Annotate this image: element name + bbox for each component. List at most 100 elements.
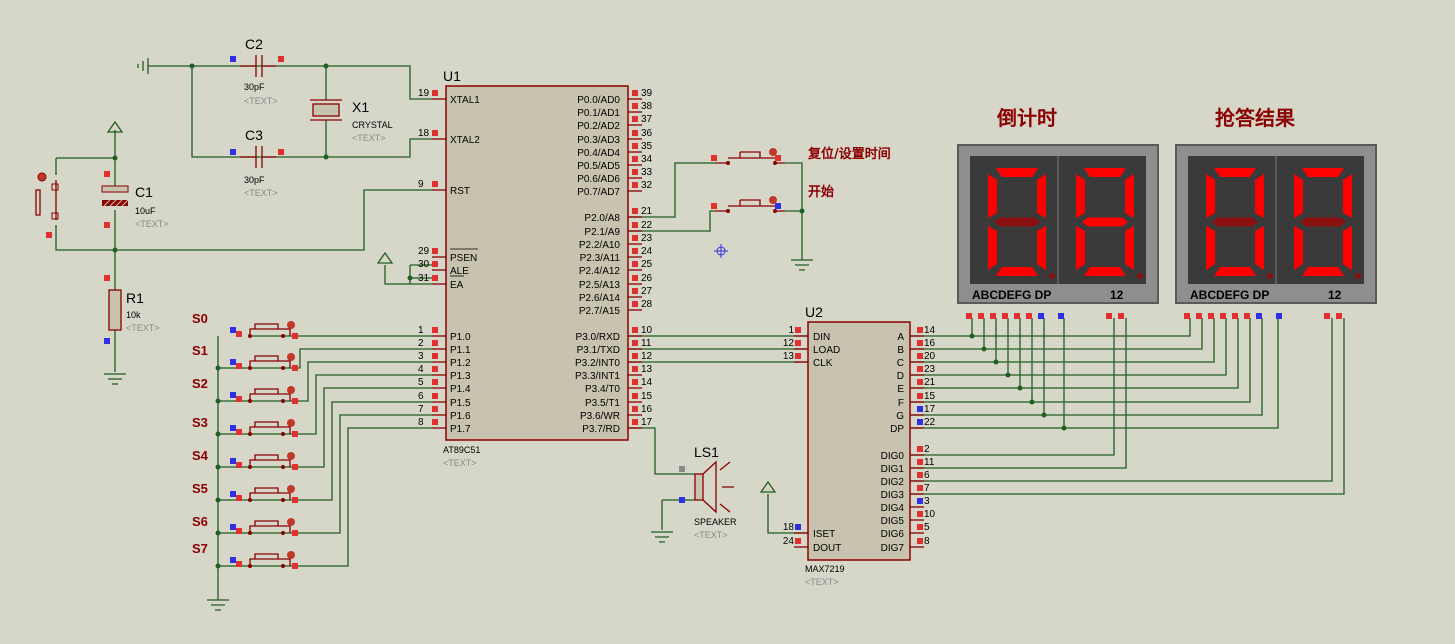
pin-number: 27 <box>641 286 653 297</box>
u2-pin-f[interactable]: 15F <box>898 391 936 409</box>
pushbutton-s1[interactable]: S1 <box>192 343 298 371</box>
u1-pin-p10[interactable]: 1P1.0 <box>418 325 471 343</box>
pushbutton-s2[interactable]: S2 <box>192 376 298 404</box>
pin-number: 5 <box>418 377 424 388</box>
pushbutton-s3[interactable]: S3 <box>192 415 298 437</box>
chip-u2[interactable]: U2 MAX7219 <TEXT> 1DIN12LOAD13CLK18ISET2… <box>783 304 936 587</box>
pin-number: 9 <box>418 179 424 190</box>
ground-symbol <box>651 531 673 543</box>
u2-pin-d[interactable]: 23D <box>897 364 936 382</box>
pushbutton-s6[interactable]: S6 <box>192 514 298 536</box>
u1-pin-p14[interactable]: 5P1.4 <box>418 377 471 395</box>
pin-number: 16 <box>641 404 653 415</box>
crystal-x1[interactable]: X1 CRYSTAL <TEXT> <box>310 99 393 143</box>
pin-name: XTAL1 <box>450 95 480 106</box>
pushbutton-s7[interactable]: S7 <box>192 541 298 569</box>
capacitor-c2[interactable]: C2 30pF <TEXT> <box>230 36 284 106</box>
chip-u1[interactable]: U1 AT89C51 <TEXT> 19XTAL118XTAL29RST29PS… <box>418 68 653 468</box>
speaker-ls1[interactable]: LS1 SPEAKER <TEXT> <box>679 444 737 540</box>
u2-pin-a[interactable]: 14A <box>897 325 935 343</box>
u1-pin-p12[interactable]: 3P1.2 <box>418 351 471 369</box>
resistor-r1[interactable]: R1 10k <TEXT> <box>104 275 160 344</box>
pin-number: 35 <box>641 141 653 152</box>
pushbutton-s4[interactable]: S4 <box>192 448 298 470</box>
result-title: 抢答结果 <box>1215 106 1295 130</box>
pin-name: DIG3 <box>881 490 905 501</box>
pin-number: 11 <box>924 457 935 468</box>
pin-name: P2.6/A14 <box>579 293 621 304</box>
pin-number: 13 <box>641 364 653 375</box>
u1-pin-p11[interactable]: 2P1.1 <box>418 338 471 356</box>
u2-pin-c[interactable]: 20C <box>897 351 936 369</box>
pushbutton-s5[interactable]: S5 <box>192 481 298 503</box>
start-switch[interactable]: 开始 <box>711 184 834 213</box>
capacitor-c1[interactable]: C1 10uF <TEXT> <box>101 171 169 229</box>
capacitor-c3[interactable]: C3 30pF <TEXT> <box>230 127 284 198</box>
pushbutton-label: S3 <box>192 415 208 430</box>
pin-number: 4 <box>418 364 424 375</box>
reset-button[interactable] <box>35 172 59 238</box>
pushbutton-s0[interactable]: S0 <box>192 311 298 339</box>
u2-pin-g[interactable]: 17G <box>896 404 935 422</box>
u1-pin-p17[interactable]: 8P1.7 <box>418 417 471 435</box>
pin-name: G <box>896 411 904 422</box>
ls1-text: <TEXT> <box>694 530 728 540</box>
u2-part: MAX7219 <box>805 564 845 574</box>
crosshair-marker <box>714 244 728 258</box>
u1-pin-p15[interactable]: 6P1.5 <box>418 391 471 409</box>
reset-switch[interactable]: 复位/设置时间 <box>711 146 891 165</box>
u1-pin-p16[interactable]: 7P1.6 <box>418 404 471 422</box>
segment-b <box>1037 174 1046 218</box>
u2-pin-b[interactable]: 16B <box>897 338 935 356</box>
pin-number: 38 <box>641 101 653 112</box>
u2-pin-e[interactable]: 21E <box>897 377 935 395</box>
digit-1 <box>1076 168 1143 279</box>
u1-pin-p13[interactable]: 4P1.3 <box>418 364 471 382</box>
